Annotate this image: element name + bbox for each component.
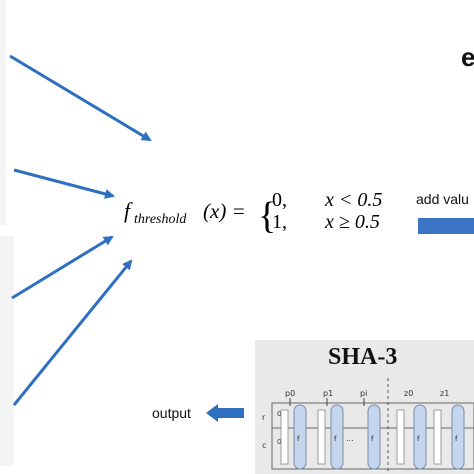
sha3-output-z0: z0 bbox=[404, 389, 413, 398]
formula-case1-value: 0, bbox=[272, 189, 287, 211]
header-fragment: e bbox=[461, 42, 474, 72]
sha3-row-label-r: r bbox=[262, 413, 266, 422]
sha3-state-cell-2 bbox=[317, 409, 326, 465]
output-arrow bbox=[206, 404, 244, 422]
sha3-row-mark-c: 0 bbox=[277, 438, 281, 446]
sha3-row-mark-r: 0 bbox=[277, 410, 281, 418]
output-label: output bbox=[152, 405, 191, 421]
sha3-state-cell-1 bbox=[280, 409, 289, 465]
threshold-formula: f threshold (x) = { 0, x < 0.5 1, x ≥ 0.… bbox=[124, 189, 382, 237]
sha3-f-label-5: f bbox=[455, 435, 458, 443]
sha3-output-z1: z1 bbox=[440, 389, 449, 398]
sha3-f-label-3: f bbox=[371, 435, 374, 443]
sha3-f-block-2 bbox=[330, 404, 344, 470]
add-value-label: add valu bbox=[416, 191, 469, 207]
input-arrow-1 bbox=[9, 54, 152, 142]
sha3-ellipsis: ... bbox=[346, 434, 354, 443]
sha3-input-pi: pi bbox=[360, 389, 367, 398]
left-edge-panel-bottom bbox=[0, 236, 14, 466]
sha3-f-block-5 bbox=[451, 404, 465, 470]
sha3-f-label-2: f bbox=[334, 435, 337, 443]
formula-function-name: f bbox=[124, 198, 133, 223]
sha3-state-cell-4 bbox=[433, 409, 442, 465]
sha3-input-p1: p1 bbox=[323, 389, 333, 398]
left-edge-panel-top bbox=[0, 0, 6, 225]
formula-argument: (x) = bbox=[203, 199, 246, 223]
formula-case2-value: 1, bbox=[272, 211, 287, 233]
sha3-state-cell-3 bbox=[396, 409, 405, 465]
sha3-f-label-4: f bbox=[417, 435, 420, 443]
sha3-row-label-c: c bbox=[262, 441, 266, 450]
sha3-input-p0: p0 bbox=[285, 389, 295, 398]
input-arrow-3 bbox=[11, 235, 114, 300]
sha3-f-label-1: f bbox=[297, 435, 300, 443]
input-arrow-2 bbox=[13, 168, 115, 199]
sha3-title: SHA-3 bbox=[328, 344, 397, 370]
sha3-f-block-3 bbox=[367, 404, 381, 470]
formula-brace: { bbox=[258, 195, 276, 237]
formula-case2-condition: x ≥ 0.5 bbox=[324, 211, 380, 233]
formula-case1-condition: x < 0.5 bbox=[324, 189, 382, 211]
formula-subscript: threshold bbox=[134, 212, 187, 227]
sha3-panel: SHA-3 r c 0 0 p0 p1 pi z0 z1 f f ... f f… bbox=[255, 340, 474, 474]
input-arrow-4 bbox=[12, 259, 133, 406]
sha3-f-block-4 bbox=[413, 404, 427, 470]
add-value-bar bbox=[418, 218, 474, 234]
sha3-f-block-1 bbox=[293, 404, 307, 470]
